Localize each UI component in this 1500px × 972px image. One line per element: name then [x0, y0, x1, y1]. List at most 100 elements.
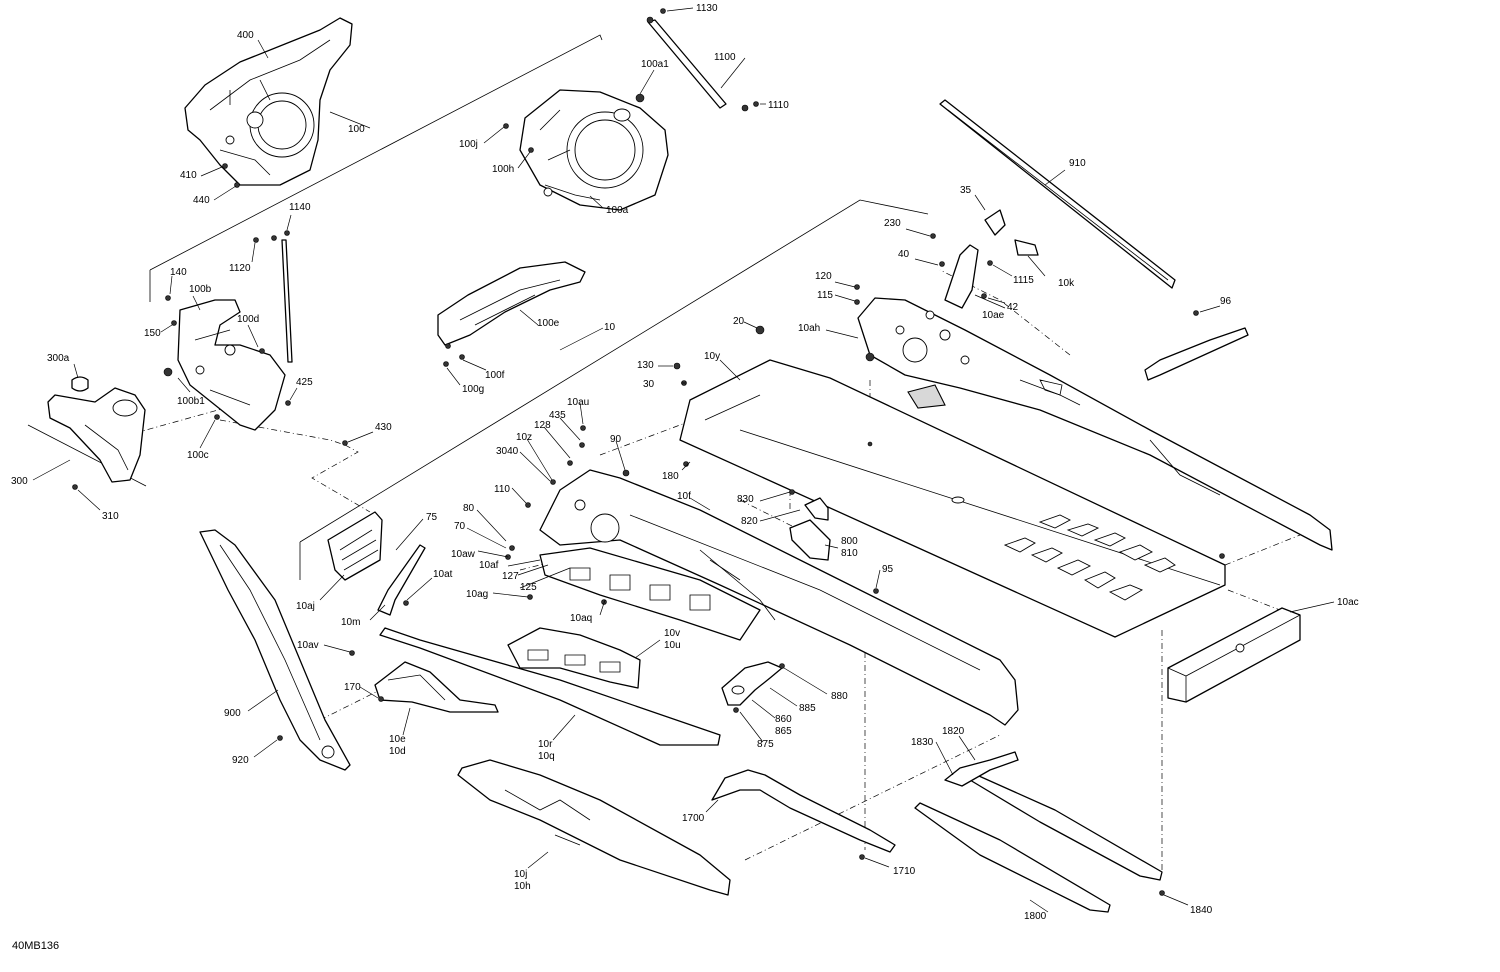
- part-10ah-right-rail: [857, 297, 1333, 551]
- part-10z-left-rail: [539, 469, 1019, 726]
- label-3040: 3040: [496, 446, 519, 457]
- label-425: 425: [296, 377, 313, 388]
- label-865: 865: [775, 726, 792, 737]
- label-10v: 10v: [664, 628, 680, 639]
- label-900: 900: [224, 708, 241, 719]
- diagram-code: 40MB136: [12, 940, 59, 952]
- label-10at: 10at: [433, 569, 453, 580]
- part-910-bar: [939, 99, 1176, 289]
- label-120: 120: [815, 271, 832, 282]
- label-430: 430: [375, 422, 392, 433]
- label-125: 125: [520, 582, 537, 593]
- label-100b1: 100b1: [177, 396, 205, 407]
- label-20: 20: [733, 316, 745, 327]
- label-100: 100: [348, 124, 365, 135]
- label-42: 42: [1007, 302, 1019, 313]
- label-880: 880: [831, 691, 848, 702]
- part-10e-bracket: [374, 661, 499, 713]
- label-127: 127: [502, 571, 519, 582]
- label-830: 830: [737, 494, 754, 505]
- label-96: 96: [1220, 296, 1232, 307]
- label-1700: 1700: [682, 813, 705, 824]
- label-1100: 1100: [714, 52, 736, 63]
- part-10-tunnel-deck: [679, 359, 1226, 638]
- label-300a: 300a: [47, 353, 70, 364]
- label-100d: 100d: [237, 314, 259, 325]
- label-1115: 1115: [1013, 275, 1034, 286]
- label-128: 128: [534, 420, 551, 431]
- label-1820: 1820: [942, 726, 965, 737]
- part-10m-strut: [377, 544, 426, 616]
- label-100j: 100j: [459, 139, 478, 150]
- label-100a: 100a: [606, 205, 629, 216]
- part-100a-front-chassis: [519, 89, 669, 211]
- label-10h: 10h: [514, 881, 531, 892]
- label-10au: 10au: [567, 397, 589, 408]
- label-1140: 1140: [289, 202, 311, 213]
- label-70: 70: [454, 521, 466, 532]
- label-110: 110: [494, 484, 510, 495]
- part-10ag-floor-grid: [539, 547, 761, 641]
- label-885: 885: [799, 703, 816, 714]
- label-920: 920: [232, 755, 249, 766]
- label-10aw: 10aw: [451, 549, 476, 560]
- label-435: 435: [549, 410, 566, 421]
- label-1120: 1120: [229, 263, 251, 274]
- label-1130: 1130: [696, 3, 718, 14]
- label-10ag: 10ag: [466, 589, 488, 600]
- label-35: 35: [960, 185, 972, 196]
- label-115: 115: [817, 290, 833, 301]
- label-100c: 100c: [187, 450, 209, 461]
- label-10ae: 10ae: [982, 310, 1005, 321]
- part-1100-rod: [646, 16, 749, 112]
- label-10d: 10d: [389, 746, 406, 757]
- label-10ac: 10ac: [1337, 597, 1359, 608]
- label-300: 300: [11, 476, 28, 487]
- label-1110: 1110: [768, 100, 789, 111]
- part-1700-rail: [711, 769, 896, 853]
- label-410: 410: [180, 170, 197, 181]
- label-820: 820: [741, 516, 758, 527]
- label-10q: 10q: [538, 751, 555, 762]
- label-10ah: 10ah: [798, 323, 820, 334]
- hardware-fasteners: [72, 8, 1225, 896]
- label-10af: 10af: [479, 560, 499, 571]
- part-10ae-bracket: [944, 209, 1039, 309]
- label-130: 130: [637, 360, 654, 371]
- label-80: 80: [463, 503, 475, 514]
- label-10y: 10y: [704, 351, 720, 362]
- label-1840: 1840: [1190, 905, 1213, 916]
- label-95: 95: [882, 564, 894, 575]
- label-100b: 100b: [189, 284, 212, 295]
- label-10av: 10av: [297, 640, 319, 651]
- part-900-side-panel: [199, 529, 351, 771]
- deck-vent-cutouts: [1003, 514, 1176, 601]
- label-10m: 10m: [341, 617, 360, 628]
- label-100h: 100h: [492, 164, 514, 175]
- label-1710: 1710: [893, 866, 916, 877]
- label-10k: 10k: [1058, 278, 1075, 289]
- part-800-bracket: [789, 497, 831, 561]
- part-1800-rail: [914, 751, 1163, 913]
- label-230: 230: [884, 218, 901, 229]
- label-10u: 10u: [664, 640, 681, 651]
- part-100b-side-bracket: [177, 239, 293, 431]
- label-400: 400: [237, 30, 254, 41]
- label-170: 170: [344, 682, 361, 693]
- part-10aj-guard: [327, 511, 383, 581]
- label-10z: 10z: [516, 432, 532, 443]
- label-10: 10: [604, 322, 616, 333]
- label-10f: 10f: [677, 491, 691, 502]
- label-90: 90: [610, 434, 622, 445]
- label-10aj: 10aj: [296, 601, 315, 612]
- label-10aq: 10aq: [570, 613, 592, 624]
- label-440: 440: [193, 195, 210, 206]
- label-1830: 1830: [911, 737, 934, 748]
- label-100f: 100f: [485, 370, 505, 381]
- label-10r: 10r: [538, 739, 553, 750]
- part-96-bracket: [1144, 327, 1249, 381]
- label-150: 150: [144, 328, 161, 339]
- part-100e-bracket: [437, 261, 586, 346]
- label-40: 40: [898, 249, 910, 260]
